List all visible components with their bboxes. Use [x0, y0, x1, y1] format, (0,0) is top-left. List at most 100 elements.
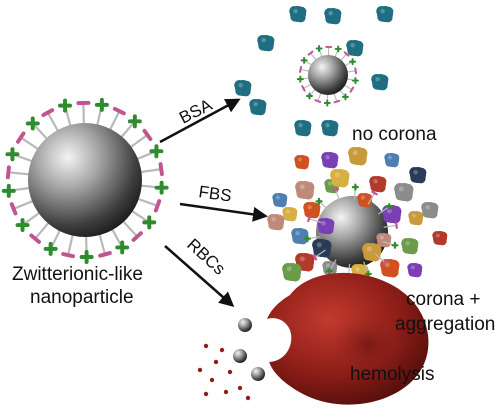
positive-group — [142, 215, 157, 230]
protein-lobe — [322, 126, 332, 136]
negative-group — [153, 199, 162, 213]
negative-group — [354, 67, 358, 75]
negative-group — [98, 251, 112, 258]
protein-highlight — [325, 154, 330, 160]
attached-nanoparticle — [233, 349, 247, 363]
bsa-protein — [324, 8, 342, 25]
protein-lobe — [258, 41, 268, 51]
protein-highlight — [410, 265, 415, 270]
negative-group — [112, 106, 126, 116]
protein-highlight — [366, 246, 372, 252]
protein-highlight — [325, 122, 330, 128]
rbc-debris-fragment — [219, 347, 225, 353]
rbc-debris-fragment — [209, 377, 215, 383]
protein-highlight — [355, 266, 360, 272]
bsa-protein — [371, 74, 389, 91]
protein-highlight — [321, 220, 326, 226]
protein-highlight — [295, 230, 300, 236]
protein-highlight — [334, 172, 340, 178]
positive-group — [351, 77, 359, 85]
arrow-bsa — [159, 98, 241, 144]
protein-lobe — [408, 268, 417, 277]
negative-group — [314, 99, 322, 103]
negative-group — [301, 85, 306, 92]
rbc-debris-fragment — [237, 385, 243, 391]
negative-group — [395, 221, 398, 229]
ligand-chain — [314, 249, 326, 258]
main-particle-label-line1: Zwitterionic-like — [12, 264, 143, 285]
negative-group — [15, 131, 26, 144]
rbc-debris-fragment — [227, 369, 233, 375]
protein-highlight — [327, 181, 332, 186]
protein-lobe — [292, 234, 302, 244]
positive-group — [334, 45, 342, 53]
positive-group — [149, 144, 164, 159]
protein-lobe — [296, 188, 307, 199]
fbs-protein — [317, 218, 335, 235]
bsa-proteins — [234, 6, 394, 137]
protein-lobe — [363, 250, 374, 261]
rbc-debris-fragment — [203, 391, 209, 397]
fbs-protein — [303, 202, 321, 219]
protein-highlight — [238, 82, 243, 88]
no-corona-label: no corona — [352, 124, 437, 145]
protein-highlight — [271, 216, 276, 222]
fbs-protein — [295, 181, 315, 200]
negative-group — [158, 162, 164, 177]
ligand-chain — [375, 253, 386, 264]
protein-highlight — [386, 208, 392, 214]
fbs-protein — [369, 176, 387, 193]
hemolysis-label: hemolysis — [350, 364, 434, 385]
protein-lobe — [322, 158, 332, 168]
protein-lobe — [349, 154, 360, 165]
protein-highlight — [350, 42, 355, 48]
positive-group — [58, 98, 72, 113]
ligand-chain — [8, 171, 33, 176]
protein-lobe — [377, 12, 387, 22]
protein-lobe — [331, 176, 342, 187]
fbs-protein — [408, 211, 424, 226]
negative-group — [29, 233, 41, 244]
protein-highlight — [379, 235, 384, 240]
positive-group — [305, 92, 313, 100]
protein-lobe — [409, 216, 418, 225]
protein-highlight — [261, 37, 266, 43]
arrow-rbcs-label: RBCs — [183, 235, 229, 279]
protein-highlight — [299, 184, 305, 190]
protein-lobe — [268, 220, 278, 230]
positive-group — [296, 75, 304, 83]
negative-group — [61, 252, 75, 259]
rbc-debris-fragment — [245, 395, 251, 401]
protein-highlight — [328, 10, 333, 16]
positive-group — [5, 147, 20, 162]
protein-highlight — [411, 213, 416, 218]
ligand-chain — [20, 136, 42, 152]
positive-group — [15, 218, 30, 233]
fbs-protein — [394, 183, 414, 202]
ligand-chain — [120, 218, 139, 238]
fbs-protein — [362, 243, 382, 262]
ligand-chain — [128, 208, 150, 224]
bsa-protein — [376, 6, 394, 23]
rbc-bite — [249, 318, 292, 362]
fbs-protein — [407, 263, 423, 278]
negative-group — [333, 99, 341, 104]
rbc-debris-fragment — [203, 343, 209, 349]
positive-group — [94, 97, 109, 112]
fbs-protein — [272, 193, 288, 208]
fbs-protein — [282, 263, 302, 282]
negative-group — [371, 190, 378, 196]
protein-lobe — [325, 184, 334, 193]
protein-lobe — [347, 46, 357, 56]
protein-lobe — [410, 173, 420, 183]
protein-highlight — [435, 233, 440, 238]
protein-highlight — [275, 195, 280, 200]
protein-lobe — [283, 212, 292, 221]
protein-lobe — [422, 208, 432, 218]
bsa-protein — [257, 35, 275, 52]
fbs-protein — [382, 205, 402, 224]
protein-lobe — [250, 105, 260, 115]
bsa-protein — [321, 120, 339, 137]
protein-highlight — [375, 76, 380, 82]
fbs-protein — [409, 167, 427, 184]
